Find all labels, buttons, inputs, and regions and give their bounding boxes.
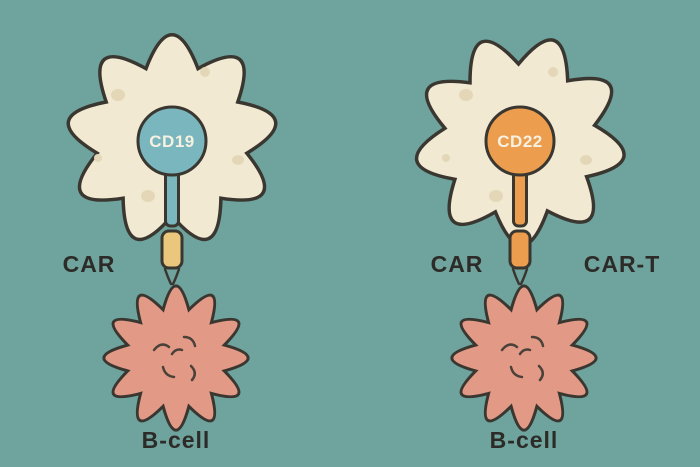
bcell-label-right: B-cell <box>490 427 559 453</box>
car-label-left: CAR <box>63 251 116 277</box>
cell-spot <box>459 89 473 101</box>
receptor-stem-right <box>512 168 528 228</box>
cell-spot <box>111 89 125 101</box>
car-linker-left <box>163 267 181 286</box>
cart-cell-spots-right <box>442 67 592 202</box>
bcell-squiggle <box>152 335 197 382</box>
bcell-marks-left <box>152 335 197 382</box>
receptor-label-left: CD19 <box>149 132 194 151</box>
car-label-right: CAR <box>431 251 484 277</box>
cell-spot <box>94 154 102 162</box>
car-linker-right <box>511 267 529 286</box>
car-domain-left <box>160 229 184 270</box>
left-panel: CD19 CAR B-cell <box>63 33 278 453</box>
cell-spot <box>442 154 450 162</box>
receptor-stem-left <box>164 168 180 228</box>
cart-cell-spots-left <box>94 67 244 202</box>
car-domain-right <box>508 229 532 270</box>
cell-spot <box>200 67 210 77</box>
cell-spot <box>141 190 155 202</box>
right-panel: CD22 CAR CAR-T B-cell <box>414 38 661 453</box>
bcell-label-left: B-cell <box>142 427 211 453</box>
bcell-body-right <box>450 284 598 432</box>
cell-spot <box>232 155 244 165</box>
cell-spot <box>548 67 558 77</box>
cart-label-right: CAR-T <box>584 251 661 277</box>
receptor-head-right <box>484 105 556 177</box>
cell-spot <box>489 190 503 202</box>
bcell-body-left <box>102 284 250 432</box>
bcell-marks-right <box>500 335 545 382</box>
receptor-head-left <box>136 105 208 177</box>
receptor-label-right: CD22 <box>497 132 542 151</box>
cell-spot <box>580 155 592 165</box>
bcell-squiggle <box>500 335 545 382</box>
